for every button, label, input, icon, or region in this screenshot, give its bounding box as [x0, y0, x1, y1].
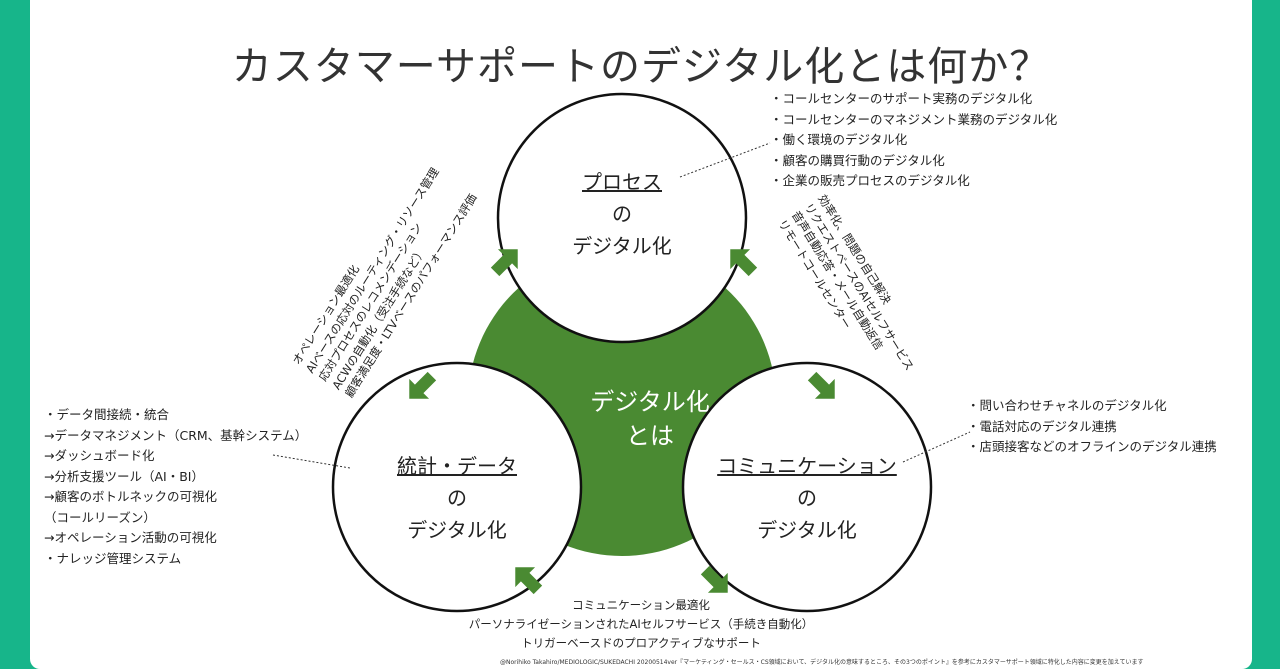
center-label: デジタル化 とは	[530, 385, 770, 453]
list-item: →ダッシュボード化	[44, 448, 155, 463]
list-item: コミュニケーション最適化	[572, 598, 710, 612]
data-name: 統計・データ	[397, 454, 517, 478]
list-item: →分析支援ツール（AI・BI）	[44, 468, 204, 484]
process-circle	[496, 92, 748, 344]
page-title: カスタマーサポートのデジタル化とは何か？	[231, 44, 1051, 90]
list-item: →顧客のボトルネックの可視化	[44, 489, 217, 504]
communication-no: の	[797, 486, 817, 510]
process-list: ・コールセンターのサポート実務のデジタル化 ・コールセンターのマネジメント業務の…	[770, 89, 1057, 192]
communication-name: コミュニケーション	[717, 454, 897, 478]
communication-circle-label: コミュニケーション の デジタル化	[677, 450, 937, 546]
communication-circle	[681, 361, 933, 613]
arrows	[409, 249, 835, 595]
data-no: の	[447, 486, 467, 510]
list-item: ・店頭接客などのオフラインのデジタル連携	[967, 439, 1217, 454]
list-item: （コールリーズン）	[44, 509, 156, 525]
arrow-to-data-top	[409, 371, 437, 399]
bottom-list: コミュニケーション最適化 パーソナライゼーションされたAIセルフサービス（手続き…	[30, 596, 1252, 653]
process-name: プロセス	[582, 170, 662, 194]
diagram-graphic	[272, 92, 971, 613]
arrow-to-communication-bottom	[700, 565, 728, 593]
list-item: ・コールセンターのマネジメント業務のデジタル化	[770, 111, 1058, 127]
list-item: ・顧客の購買行動のデジタル化	[770, 152, 945, 168]
arrow-to-process-left	[490, 249, 518, 277]
data-leader-line	[272, 454, 351, 469]
data-circle	[331, 361, 583, 613]
arrow-to-data-bottom	[515, 567, 543, 595]
communication-suffix: デジタル化	[757, 518, 857, 542]
process-circle-label: プロセス の デジタル化	[492, 166, 752, 262]
footer-credit: @Norihiko Takahiro/MEDIOLOGIC/SUKEDACHI …	[500, 659, 1144, 666]
center-line2: とは	[626, 422, 674, 450]
data-suffix: デジタル化	[407, 518, 507, 542]
list-item: パーソナライゼーションされたAIセルフサービス（手続き自動化）	[468, 617, 814, 631]
arrow-to-communication-top	[807, 371, 835, 399]
list-item: ・コールセンターのサポート実務のデジタル化	[770, 91, 1033, 106]
process-leader-line	[679, 142, 771, 178]
data-list: ・データ間接続・統合 →データマネジメント（CRM、基幹システム） →ダッシュボ…	[44, 405, 307, 569]
communication-leader-line	[902, 431, 971, 463]
list-item: ・企業の販売プロセスのデジタル化	[770, 173, 970, 188]
list-item: ・働く環境のデジタル化	[770, 132, 908, 147]
list-item: ・問い合わせチャネルのデジタル化	[967, 398, 1167, 413]
list-item: →オペレーション活動の可視化	[44, 530, 217, 545]
center-line1: デジタル化	[590, 388, 710, 416]
arrow-to-process-right	[730, 249, 758, 277]
list-item: ・ナレッジ管理システム	[44, 550, 182, 566]
communication-list: ・問い合わせチャネルのデジタル化 ・電話対応のデジタル連携 ・店頭接客などのオフ…	[967, 396, 1217, 458]
list-item: トリガーベースドのプロアクティブなサポート	[521, 636, 761, 650]
data-circle-label: 統計・データ の デジタル化	[327, 450, 587, 546]
list-item: ・電話対応のデジタル連携	[967, 418, 1117, 434]
list-item: →データマネジメント（CRM、基幹システム）	[44, 427, 308, 443]
slide: カスタマーサポートのデジタル化とは何か？ プロセス の デジタル化 統計・データ…	[30, 0, 1252, 669]
list-item: ・データ間接続・統合	[44, 407, 170, 422]
process-suffix: デジタル化	[572, 234, 672, 258]
process-no: の	[612, 202, 632, 226]
